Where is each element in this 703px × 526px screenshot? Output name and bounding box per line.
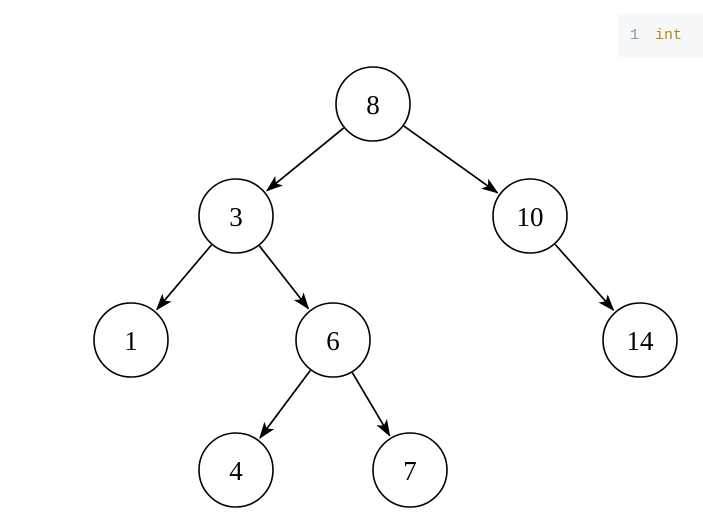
tree-node-circle-10 xyxy=(492,178,568,254)
code-line-number: 1 xyxy=(630,27,640,44)
tree-node-14[interactable]: 14 xyxy=(602,302,678,378)
tree-node-circle-6 xyxy=(295,302,371,378)
code-keyword-text: int xyxy=(655,27,683,44)
tree-edge-3-to-6 xyxy=(258,245,310,310)
tree-edge-8-to-3 xyxy=(265,127,345,192)
tree-node-circle-4 xyxy=(198,432,274,508)
tree-node-label-14: 14 xyxy=(627,326,655,356)
tree-node-label-6: 6 xyxy=(326,326,340,356)
tree-node-6[interactable]: 6 xyxy=(295,302,371,378)
tree-node-label-10: 10 xyxy=(517,202,544,232)
nodes-layer: 8 3 10 1 6 14 4 7 xyxy=(93,66,678,508)
tree-edge-3-to-1 xyxy=(155,244,213,311)
code-editor-fragment[interactable]: 1 int xyxy=(618,14,703,57)
tree-node-circle-7 xyxy=(372,432,448,508)
tree-edge-6-to-4 xyxy=(259,369,311,440)
tree-node-7[interactable]: 7 xyxy=(372,432,448,508)
tree-node-4[interactable]: 4 xyxy=(198,432,274,508)
tree-node-circle-14 xyxy=(602,302,678,378)
tree-node-label-1: 1 xyxy=(124,326,138,356)
tree-node-circle-3 xyxy=(198,178,274,254)
tree-node-1[interactable]: 1 xyxy=(93,302,169,378)
tree-node-10[interactable]: 10 xyxy=(492,178,568,254)
tree-node-label-8: 8 xyxy=(366,90,380,120)
tree-node-3[interactable]: 3 xyxy=(198,178,274,254)
tree-node-8[interactable]: 8 xyxy=(335,66,411,142)
tree-node-circle-8 xyxy=(335,66,411,142)
tree-edge-6-to-7 xyxy=(351,372,391,437)
tree-edge-8-to-10 xyxy=(403,125,499,194)
tree-node-label-7: 7 xyxy=(403,456,417,486)
tree-node-circle-1 xyxy=(93,302,169,378)
tree-node-label-3: 3 xyxy=(229,202,243,232)
tree-node-label-4: 4 xyxy=(229,456,243,486)
edges-layer xyxy=(155,125,615,440)
tree-edge-10-to-14 xyxy=(554,243,615,312)
